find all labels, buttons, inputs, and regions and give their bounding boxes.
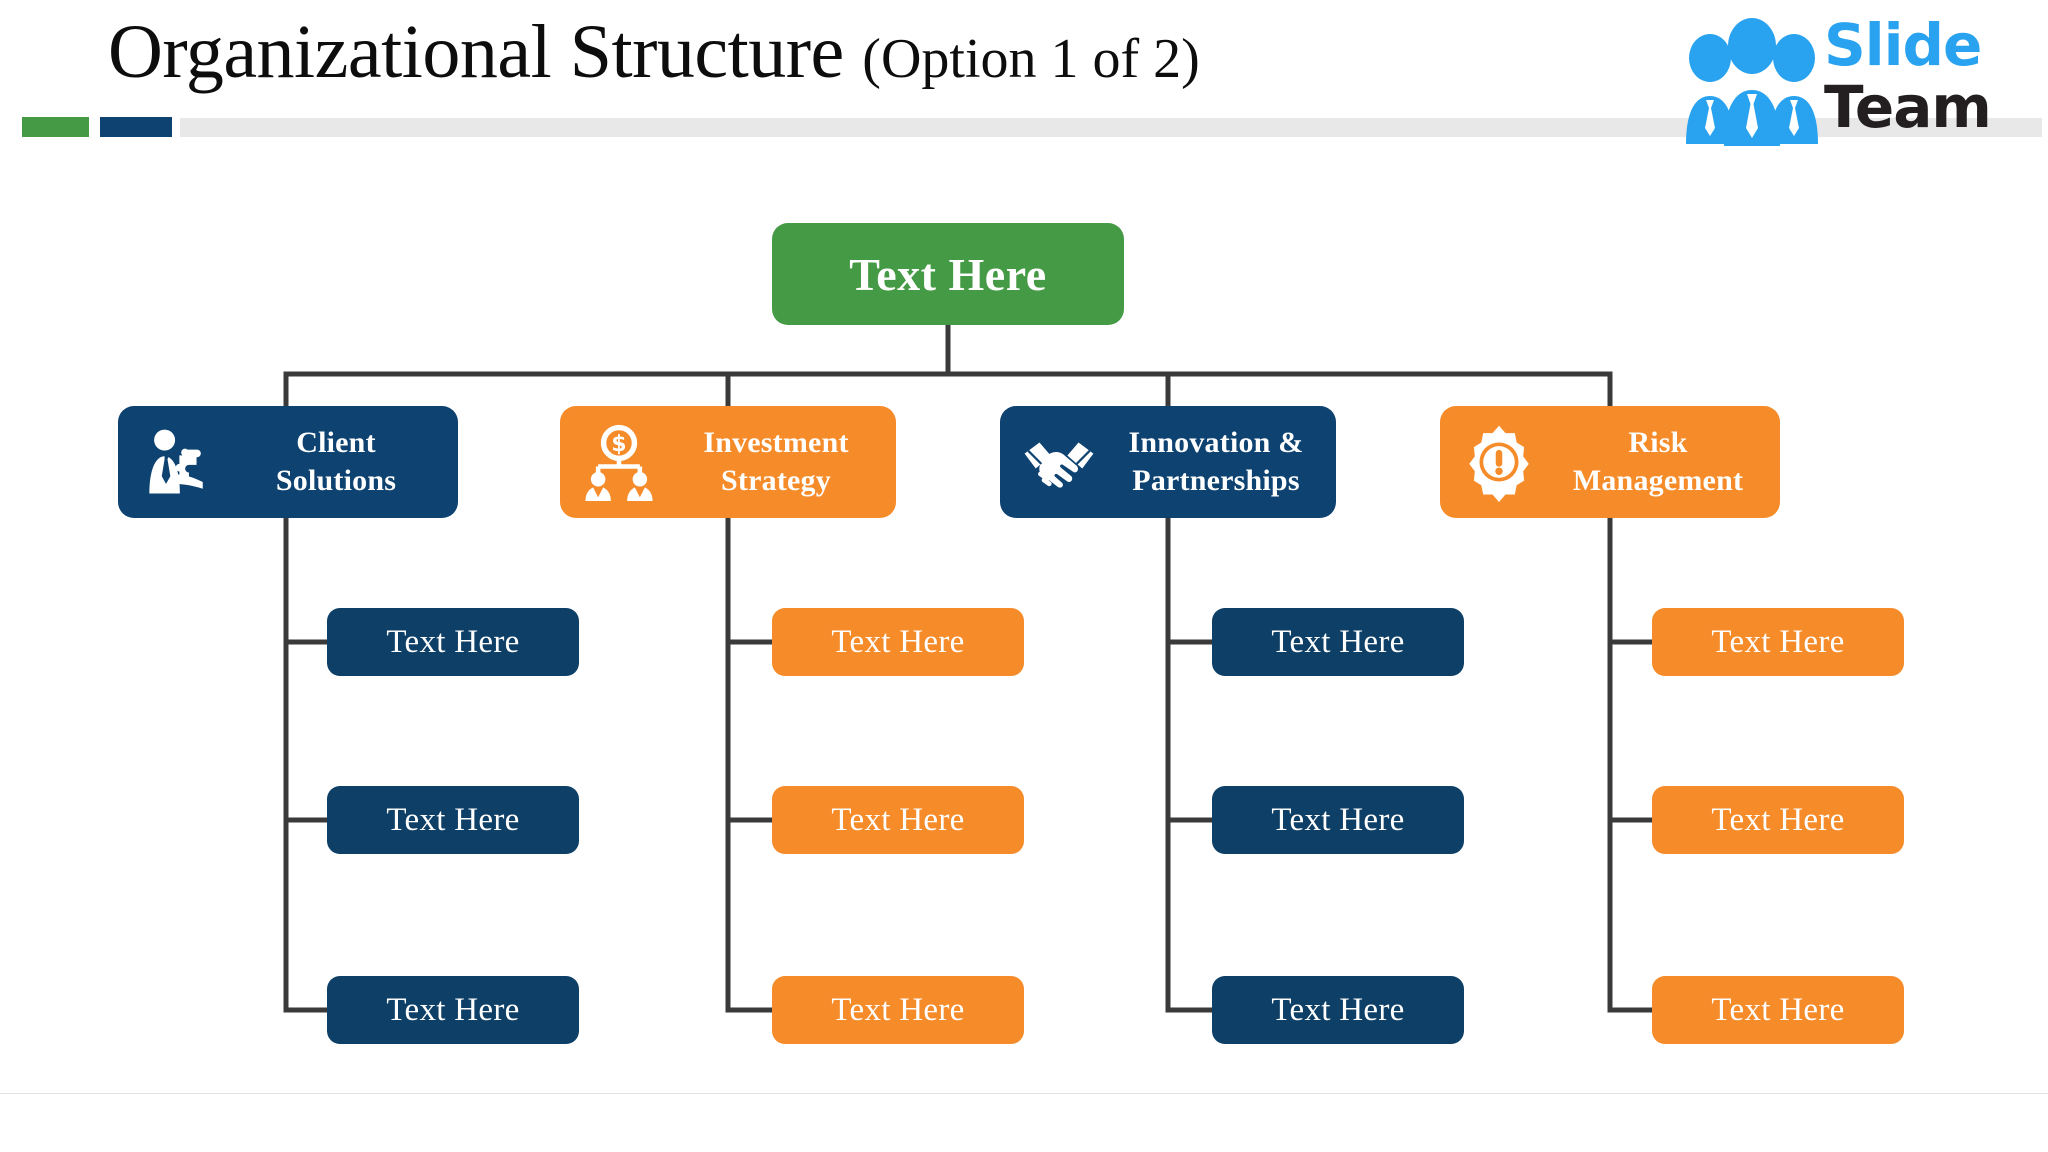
- leaf-label: Text Here: [386, 801, 520, 838]
- leaf-label: Text Here: [1271, 991, 1405, 1028]
- leaf-label: Text Here: [1711, 801, 1845, 838]
- leaf-node-c0-r0[interactable]: Text Here: [327, 608, 579, 676]
- accent-bar-green: [22, 117, 89, 137]
- leaf-label: Text Here: [831, 801, 965, 838]
- label-line-2: Strategy: [721, 464, 831, 497]
- people-group-icon: [1686, 18, 1818, 146]
- logo-word-team: Team: [1824, 73, 1992, 141]
- leaf-node-c2-r2[interactable]: Text Here: [1212, 976, 1464, 1044]
- label-line-1: Risk: [1628, 426, 1688, 459]
- label-line-1: Client: [296, 426, 376, 459]
- node-root[interactable]: Text Here: [772, 223, 1124, 325]
- leaf-node-c3-r1[interactable]: Text Here: [1652, 786, 1904, 854]
- node-investment-strategy-label: Investment Strategy: [662, 424, 896, 500]
- label-line-2: Management: [1572, 464, 1744, 497]
- accent-bar-navy: [100, 117, 172, 137]
- gear-alert-icon: [1456, 419, 1542, 505]
- leaf-node-c2-r0[interactable]: Text Here: [1212, 608, 1464, 676]
- page-title: Organizational Structure (Option 1 of 2): [108, 6, 1200, 105]
- logo-word-slide: Slide: [1824, 11, 1982, 79]
- page-title-main: Organizational Structure: [108, 10, 844, 94]
- leaf-node-c1-r2[interactable]: Text Here: [772, 976, 1024, 1044]
- leaf-label: Text Here: [386, 991, 520, 1028]
- leaf-node-c3-r0[interactable]: Text Here: [1652, 608, 1904, 676]
- label-line-1: Innovation &: [1128, 426, 1304, 459]
- node-investment-strategy[interactable]: $ Investment Strategy: [560, 406, 896, 518]
- footer-divider: [0, 1093, 2048, 1094]
- dollar-hierarchy-icon: $: [576, 419, 662, 505]
- node-risk-management[interactable]: Risk Management: [1440, 406, 1780, 518]
- handshake-icon: [1016, 419, 1102, 505]
- connector-lines: [283, 322, 1655, 1013]
- node-innovation-partnerships[interactable]: Innovation & Partnerships: [1000, 406, 1336, 518]
- page-title-sub: (Option 1 of 2): [862, 28, 1200, 90]
- leaf-node-c0-r1[interactable]: Text Here: [327, 786, 579, 854]
- leaf-label: Text Here: [1271, 623, 1405, 660]
- leaf-label: Text Here: [1711, 623, 1845, 660]
- businessman-puzzle-icon: [134, 419, 220, 505]
- label-line-2: Solutions: [275, 464, 397, 497]
- leaf-node-c3-r2[interactable]: Text Here: [1652, 976, 1904, 1044]
- label-line-2: Partnerships: [1132, 464, 1300, 497]
- leaf-label: Text Here: [831, 991, 965, 1028]
- node-risk-management-label: Risk Management: [1542, 424, 1780, 500]
- org-chart: Text Here Client Solutions $: [0, 150, 2048, 1090]
- node-innovation-partnerships-label: Innovation & Partnerships: [1102, 424, 1336, 500]
- leaf-label: Text Here: [1271, 801, 1405, 838]
- leaf-node-c1-r1[interactable]: Text Here: [772, 786, 1024, 854]
- leaf-label: Text Here: [1711, 991, 1845, 1028]
- label-line-1: Investment: [703, 426, 849, 459]
- logo-wordmark: Slide Team: [1824, 14, 2034, 138]
- node-root-label: Text Here: [849, 248, 1047, 300]
- leaf-label: Text Here: [831, 623, 965, 660]
- node-client-solutions[interactable]: Client Solutions: [118, 406, 458, 518]
- accent-bar-gray: [180, 118, 2042, 137]
- svg-text:$: $: [611, 432, 626, 457]
- leaf-node-c2-r1[interactable]: Text Here: [1212, 786, 1464, 854]
- slide-header: Organizational Structure (Option 1 of 2)…: [0, 0, 2048, 150]
- brand-logo: Slide Team: [1682, 8, 2034, 146]
- leaf-label: Text Here: [386, 623, 520, 660]
- leaf-node-c0-r2[interactable]: Text Here: [327, 976, 579, 1044]
- leaf-node-c1-r0[interactable]: Text Here: [772, 608, 1024, 676]
- node-client-solutions-label: Client Solutions: [220, 424, 458, 500]
